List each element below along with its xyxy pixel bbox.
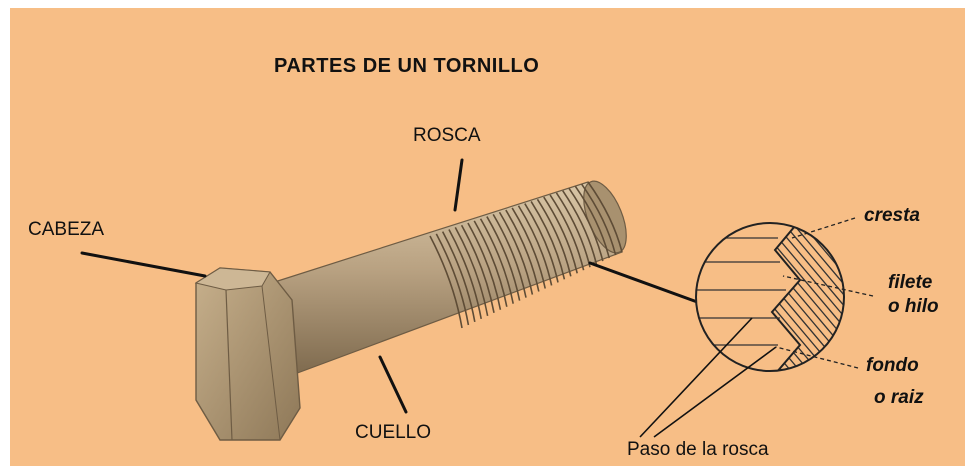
thread-line: [498, 211, 534, 295]
label-paso-de-la-rosca: Paso de la rosca: [627, 439, 769, 460]
thread-line: [555, 192, 591, 268]
fondo-leader-line: [775, 346, 859, 369]
detail-leader-line: [588, 261, 702, 305]
thread-line: [543, 196, 578, 274]
thread-line: [511, 207, 546, 289]
label-o-raiz: o raiz: [874, 387, 924, 408]
thread-line: [435, 233, 470, 326]
thread-line: [492, 213, 527, 298]
thread-line: [486, 216, 521, 301]
thread-line: [505, 209, 540, 292]
label-fondo: fondo: [866, 355, 919, 376]
filete-leader-line: [782, 275, 874, 297]
label-cresta: cresta: [864, 205, 920, 226]
thread-line: [574, 185, 610, 259]
label-o-hilo: o hilo: [888, 296, 939, 317]
label-cuello: CUELLO: [355, 422, 432, 443]
thread-line: [536, 198, 572, 277]
thread-line: [429, 235, 463, 329]
thread-line: [467, 222, 502, 310]
thread-line: [530, 201, 566, 280]
thread-line: [441, 231, 476, 323]
label-filete: filete: [888, 272, 933, 293]
paso-leader-line-1: [639, 317, 753, 438]
cabeza-leader-line: [80, 251, 207, 278]
thread-line: [562, 190, 598, 265]
diagram-title: PARTES DE UN TORNILLO: [274, 55, 540, 77]
bolt-head: [194, 267, 301, 441]
cresta-leader-line: [791, 217, 856, 239]
label-rosca: ROSCA: [413, 125, 481, 146]
thread-line: [587, 181, 623, 253]
thread-line: [549, 194, 585, 271]
thread-line: [460, 224, 495, 313]
hatch-line: [772, 223, 844, 371]
rosca-leader-line: [453, 158, 464, 212]
thread-line: [448, 229, 482, 320]
bolt-threads: [429, 181, 623, 329]
thread-line: [568, 188, 604, 262]
cuello-leader-line: [378, 355, 408, 414]
thread-line: [473, 220, 508, 307]
thread-line: [479, 218, 514, 304]
thread-line: [524, 203, 559, 283]
paso-leader-line-2: [653, 346, 777, 438]
thread-line: [454, 226, 489, 316]
thread-line: [517, 205, 553, 286]
label-cabeza: CABEZA: [28, 219, 105, 240]
thread-line: [581, 183, 617, 256]
